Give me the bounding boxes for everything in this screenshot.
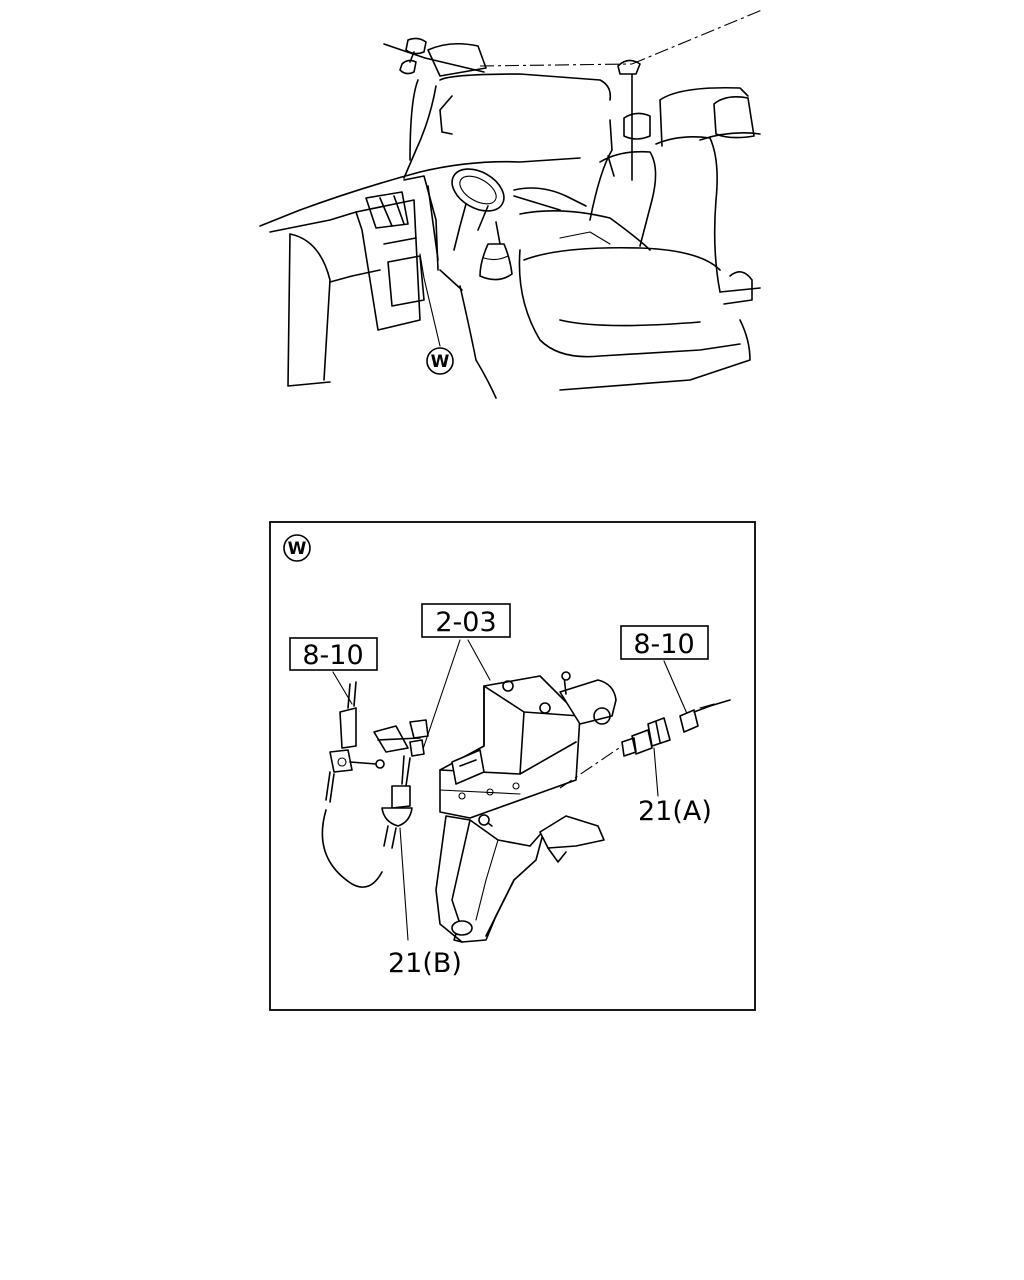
leader-right [663, 660, 689, 717]
detail-w-label: W [288, 539, 307, 559]
rear-view-mirror [383, 37, 487, 77]
overview-w-label: W [431, 352, 450, 372]
part-label-21a: 21(A) [638, 796, 712, 827]
pedal-bracket-assembly [435, 671, 617, 943]
cab-interior-overview [259, 9, 763, 399]
detail-w-marker: W [283, 534, 311, 562]
ref-left-label: 8-10 [302, 640, 363, 671]
overview-w-marker: W [426, 347, 454, 375]
axis-switch-a [559, 745, 623, 789]
ref-box-center: 2-03 [421, 603, 511, 638]
ref-box-right: 8-10 [620, 625, 709, 660]
ref-box-left: 8-10 [289, 637, 378, 671]
ref-right-label: 8-10 [633, 629, 694, 660]
leader-21a [653, 747, 659, 797]
part-label-21b: 21(B) [388, 948, 462, 979]
clutch-switch-a [621, 699, 731, 757]
leader-21b [399, 827, 409, 941]
clutch-switch-b [321, 681, 429, 888]
ref-center-label: 2-03 [435, 607, 496, 638]
detail-view-frame [269, 521, 756, 1011]
leader-center-b [467, 639, 491, 681]
